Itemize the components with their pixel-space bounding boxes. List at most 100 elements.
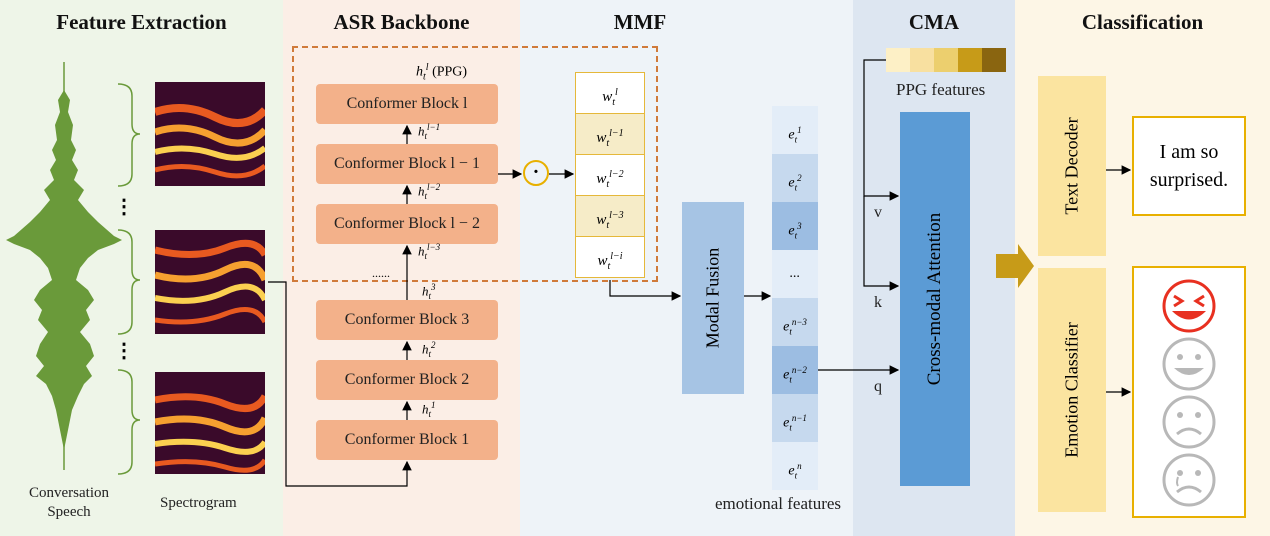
w-sub: t <box>606 220 610 231</box>
dot-symbol: · <box>532 161 540 183</box>
w-sup: l−3 <box>609 210 624 221</box>
hidden-sup: l−2 <box>427 182 441 192</box>
ppg-feature-strip <box>886 48 1006 72</box>
hidden-sub: t <box>424 130 428 141</box>
emotional-features-label: emotional features <box>715 494 842 513</box>
hidden-base: h <box>422 341 429 357</box>
hidden-label-l-3: htl−3 <box>418 242 440 261</box>
w-base: w <box>602 89 613 105</box>
conformer-block-l: Conformer Block l <box>316 84 498 124</box>
hidden-sup: l−1 <box>427 122 441 132</box>
e-sub: t <box>789 326 792 337</box>
text-decoder-block: Text Decoder <box>1038 76 1106 256</box>
e-base: e <box>783 319 790 335</box>
cma-title: CMA <box>908 10 960 34</box>
hidden-base: h <box>418 183 425 199</box>
e-sup: 1 <box>797 125 802 135</box>
e-sub: t <box>789 422 792 433</box>
e-base: e <box>788 127 795 143</box>
speech-label-line-1: Conversation <box>29 485 109 501</box>
speech-label-line-2: Speech <box>47 504 91 520</box>
hidden-sub: t <box>424 250 428 261</box>
emotion-classifier-block: Emotion Classifier <box>1038 268 1106 512</box>
weight-l-i: wtl−i <box>575 236 645 278</box>
mmf-title: MMF <box>613 10 667 34</box>
w-base: w <box>596 212 607 228</box>
e-base: e <box>788 175 795 191</box>
value-label: v <box>874 204 882 221</box>
text-decoder-label: Text Decoder <box>1061 117 1082 215</box>
e-sup: n−2 <box>791 365 807 375</box>
conversation-speech-label: Conversation Speech <box>14 484 124 522</box>
hidden-base: h <box>422 283 429 299</box>
crying-face-icon <box>1162 453 1216 507</box>
spectrogram-3 <box>155 372 265 474</box>
e-sub: t <box>794 134 798 145</box>
w-sub: t <box>606 138 610 149</box>
e-sup: 2 <box>797 173 802 183</box>
hidden-sup: 2 <box>431 340 436 350</box>
hidden-label-l-1: htl−1 <box>418 122 440 141</box>
ppg-cell-3 <box>934 48 958 72</box>
asr-backbone-title: ASR Backbone <box>333 10 470 34</box>
e-sup: 3 <box>797 221 802 231</box>
ppg-cell-5 <box>982 48 1006 72</box>
feature-en-3: etn−3 <box>772 298 818 346</box>
emotion-classifier-label: Emotion Classifier <box>1061 322 1082 458</box>
hidden-label-l-2: htl−2 <box>418 182 440 201</box>
conformer-block-2: Conformer Block 2 <box>316 360 498 400</box>
vertical-dots-1: ⋮ <box>114 196 134 218</box>
e-base: e <box>783 415 790 431</box>
hidden-label-2: ht2 <box>422 340 436 359</box>
w-sup: l−1 <box>609 128 624 139</box>
ppg-suffix: (PPG) <box>428 64 468 80</box>
ppg-h: h <box>416 64 423 80</box>
output-text-box: I am so surprised. <box>1132 116 1246 216</box>
w-sub: t <box>606 179 610 190</box>
ppg-output-label: htl (PPG) <box>416 62 467 82</box>
surprised-face-icon <box>1162 279 1216 333</box>
hidden-label-3: ht3 <box>422 282 436 301</box>
e-sub: t <box>794 230 798 241</box>
dot-product-operator: · <box>523 160 549 186</box>
w-sup: l <box>615 87 618 98</box>
speech-waveform <box>6 62 141 475</box>
query-label: q <box>874 378 882 395</box>
classification-title: Classification <box>1081 10 1204 34</box>
e-base: e <box>788 223 795 239</box>
sad-face-icon <box>1162 395 1216 449</box>
output-text-line-2: surprised. <box>1149 169 1229 191</box>
e-sup: n−3 <box>791 317 807 327</box>
cross-modal-attention-block: Cross-modal Attention <box>900 112 970 486</box>
ellipsis-label: ...... <box>372 266 390 280</box>
conformer-block-3: Conformer Block 3 <box>316 300 498 340</box>
ppg-features-label: PPG features <box>896 80 986 99</box>
w-sup: l−2 <box>609 169 624 180</box>
emotion-icons <box>1162 279 1216 507</box>
spectrogram-1 <box>155 82 265 186</box>
feature-e3: et3 <box>772 202 818 250</box>
ppg-cell-2 <box>910 48 934 72</box>
e-base: ... <box>789 266 801 281</box>
hidden-sub: t <box>428 408 432 419</box>
ppg-sub: t <box>423 71 426 83</box>
ppg-sup: l <box>425 62 429 73</box>
modal-fusion-block: Modal Fusion <box>682 202 744 394</box>
hidden-base: h <box>418 243 425 259</box>
w-sup: l−i <box>610 251 623 262</box>
w-base: w <box>596 171 607 187</box>
hidden-sub: t <box>424 190 428 201</box>
feature-e2: et2 <box>772 154 818 202</box>
asr-dashed-region <box>292 46 658 282</box>
hidden-sup: 1 <box>431 400 436 410</box>
hidden-base: h <box>422 401 429 417</box>
w-sub: t <box>612 97 615 108</box>
happy-face-icon <box>1162 337 1216 391</box>
emotion-output-box <box>1132 266 1246 518</box>
weight-l: wtl <box>575 72 645 114</box>
feature-ellipsis: ... <box>772 250 818 298</box>
w-sub: t <box>607 261 611 272</box>
e-base: e <box>788 463 795 479</box>
ppg-cell-1 <box>886 48 910 72</box>
